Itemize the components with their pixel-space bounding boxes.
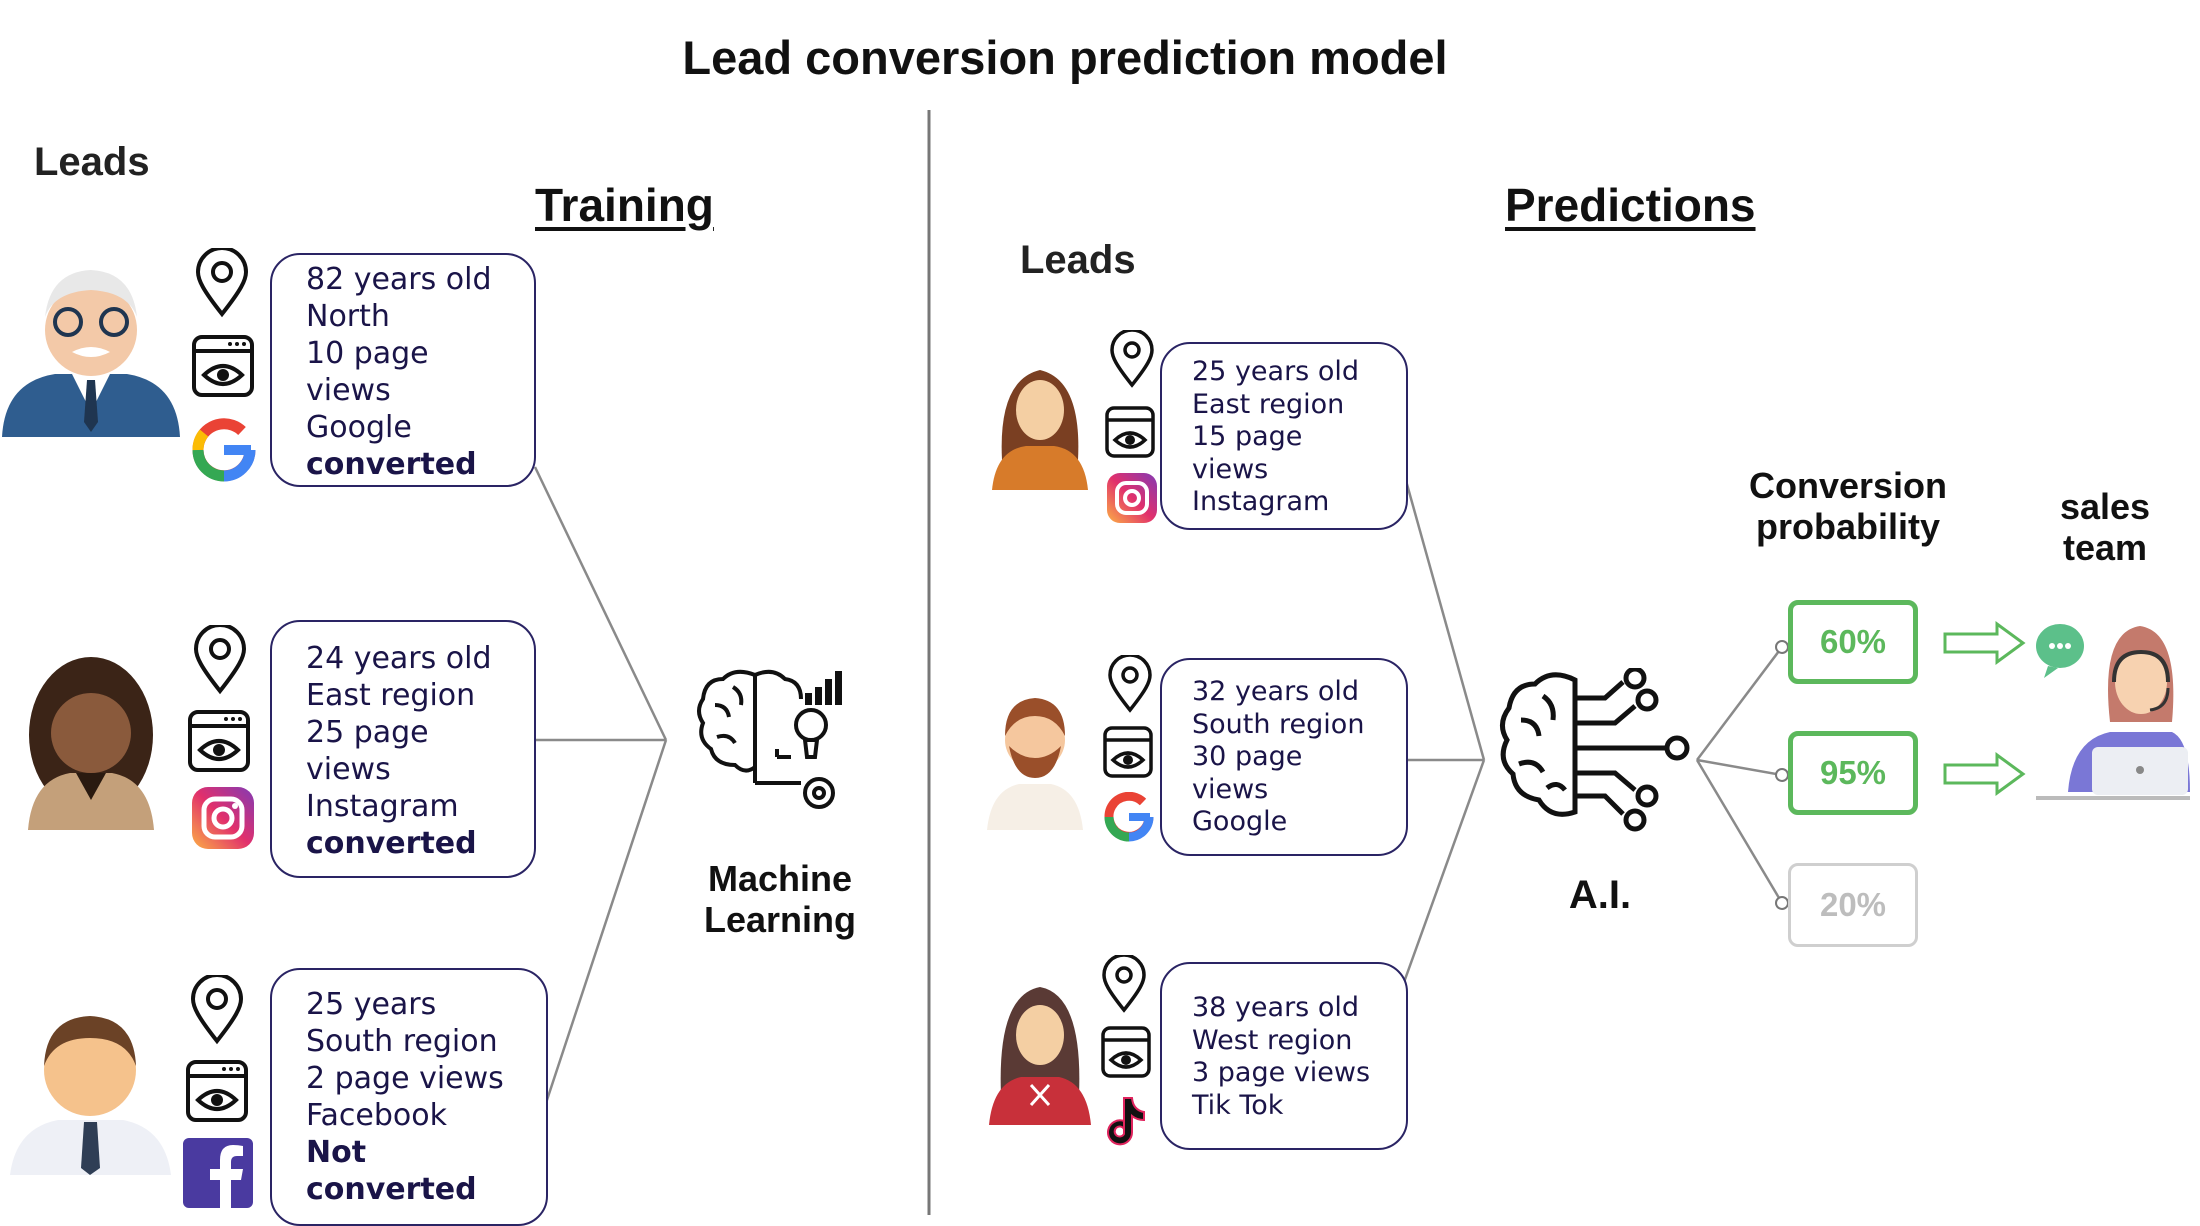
lead-page-views: 3 page views [1192,1057,1371,1088]
predictions-heading: Predictions [1505,179,1756,231]
machine-learning-label-line: Machine [707,858,853,899]
prediction-lead-card-3: 38 years old West region 3 page views Ti… [1160,962,1408,1150]
web-page-views-icon [1103,726,1153,778]
lead-age: 32 years old [1192,676,1359,707]
location-pin-icon [190,975,244,1045]
web-page-views-icon [188,710,250,772]
ai-label: A.I. [1568,873,1632,917]
sales-team-label-line: team [2062,527,2148,568]
lead-outcome: Not [306,1135,367,1170]
conversion-probability-label-line: Conversion [1748,465,1948,506]
lead-source: Instagram [306,789,459,824]
training-lead-card-1: 82 years old North 10 page views Google … [270,253,536,487]
machine-learning-brain-icon [697,669,842,809]
web-page-views-icon [192,335,254,397]
conversion-probability-label: Conversion probability [1728,465,1968,547]
predictions-leads-label: Leads [1020,238,1136,282]
lead-region: South region [306,1024,498,1059]
arrow-right-icon [1943,752,2026,796]
web-page-views-icon [1105,406,1155,458]
lead-age: 82 years old [306,262,492,297]
lead-page-views: 2 page views [306,1061,504,1096]
location-pin-icon [1102,955,1146,1013]
lead-outcome: converted [306,447,477,482]
training-leads-label: Leads [34,140,150,184]
lead-page-views: views [1192,453,1269,485]
lead-source: Google [1192,806,1288,837]
lead-page-views: views [306,752,391,787]
lead-age: 24 years old [306,641,492,676]
probability-badge-2: 95% [1788,731,1918,815]
ai-brain-circuit-icon [1500,668,1690,832]
prediction-lead-card-1: 25 years old East region 15 page views I… [1160,342,1408,530]
instagram-icon [1107,473,1157,523]
woman-curly-hair-avatar-icon [28,657,154,830]
conversion-probability-label-line: probability [1755,506,1940,547]
lead-page-views: 15 page [1192,421,1303,452]
google-icon [192,418,256,482]
lead-region: North [306,299,390,334]
probability-badge-1: 60% [1788,600,1918,684]
lead-page-views: views [306,373,391,408]
prediction-lead-card-2: 32 years old South region 30 page views … [1160,658,1408,856]
sales-team-label: sales team [2035,486,2175,568]
lead-outcome: converted [306,1172,477,1207]
lead-outcome: converted [306,826,477,861]
man-avatar-icon [10,1016,171,1175]
web-page-views-icon [186,1060,248,1122]
lead-source: Instagram [1192,486,1330,517]
location-pin-icon [1108,655,1152,713]
web-page-views-icon [1101,1026,1151,1078]
probability-badge-3: 20% [1788,863,1918,947]
location-pin-icon [1110,330,1154,388]
sales-agent-headset-icon [2036,624,2190,800]
arrow-right-icon [1943,621,2026,665]
woman-long-hair-avatar-icon [989,987,1091,1125]
lead-page-views: 10 page [306,336,429,371]
location-pin-icon [195,248,249,318]
training-lead-card-3: 25 years South region 2 page views Faceb… [270,968,548,1226]
lead-page-views: 25 page [306,715,429,750]
lead-source: Tik Tok [1192,1089,1284,1121]
lead-page-views: views [1192,773,1269,805]
lead-region: East region [306,678,476,713]
sales-team-label-line: sales [2059,486,2151,527]
lead-age: 25 years [306,987,437,1022]
lead-region: East region [1192,388,1345,420]
machine-learning-label-line: Learning [703,899,856,940]
location-pin-icon [193,625,247,695]
tiktok-icon [1107,1097,1145,1146]
training-heading: Training [535,179,714,231]
elderly-man-avatar-icon [2,270,180,437]
lead-age: 38 years old [1192,992,1359,1023]
instagram-icon [192,787,254,849]
training-lead-card-2: 24 years old East region 25 page views I… [270,620,536,878]
lead-age: 25 years old [1192,356,1359,387]
machine-learning-label: Machine Learning [690,858,870,940]
bearded-man-avatar-icon [987,698,1083,830]
page-title: Lead conversion prediction model [682,31,1448,84]
lead-page-views: 30 page [1192,741,1303,772]
lead-source: Facebook [306,1098,447,1133]
lead-source: Google [306,410,412,445]
lead-region: West region [1192,1024,1353,1056]
google-icon [1104,792,1154,842]
facebook-icon [183,1138,253,1208]
lead-region: South region [1192,708,1365,740]
woman-avatar-icon [992,370,1088,490]
